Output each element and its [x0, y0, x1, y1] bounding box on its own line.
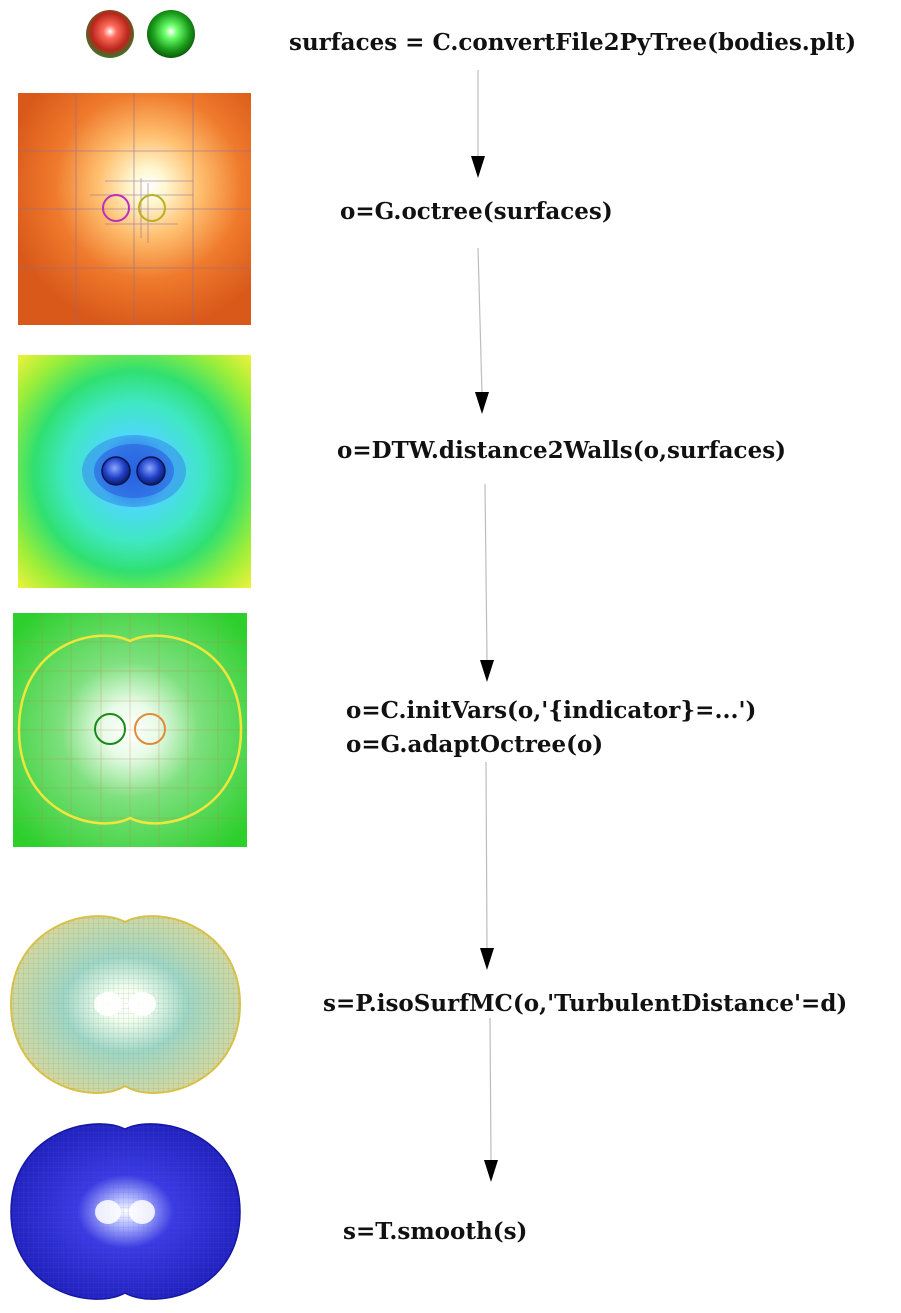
- step-load-code: surfaces = C.convertFile2PyTree(bodies.p…: [289, 26, 856, 60]
- arrow-line-3: [484, 483, 488, 661]
- distance-right-body: [136, 456, 166, 486]
- octree-image: [18, 93, 251, 325]
- distance-field-image: [18, 355, 251, 588]
- arrow-line-6: [489, 1017, 492, 1161]
- isosurface-image: [8, 908, 243, 1100]
- step-smooth-code: s=T.smooth(s): [343, 1215, 527, 1249]
- distance-left-body: [101, 456, 131, 486]
- code-line: surfaces = C.convertFile2PyTree(bodies.p…: [289, 29, 857, 56]
- arrow-head-2: [475, 392, 489, 414]
- code-line: o=G.octree(surfaces): [340, 198, 613, 225]
- code-line: s=T.smooth(s): [343, 1218, 528, 1245]
- indicator-right-body: [134, 713, 166, 745]
- smoothed-surface-image: [8, 1117, 243, 1307]
- arrow-head-3: [480, 660, 494, 682]
- step-octree-code: o=G.octree(surfaces): [340, 195, 613, 229]
- arrow-head-5: [484, 1160, 498, 1182]
- green-sphere: [147, 10, 195, 58]
- step-iso-code: s=P.isoSurfMC(o,'TurbulentDistance'=d): [323, 987, 847, 1021]
- indicator-contour: [17, 634, 243, 825]
- code-line: o=G.adaptOctree(o): [346, 731, 604, 758]
- octree-right-body: [138, 194, 166, 222]
- code-line: o=C.initVars(o,'{indicator}=...'): [346, 697, 757, 724]
- indicator-left-body: [94, 713, 126, 745]
- arrow-line-2: [477, 247, 483, 395]
- code-line: s=P.isoSurfMC(o,'TurbulentDistance'=d): [323, 990, 848, 1017]
- arrow-head-1: [471, 156, 485, 178]
- step-adapt-code: o=C.initVars(o,'{indicator}=...') o=G.ad…: [346, 694, 756, 762]
- arrow-head-4: [480, 948, 494, 970]
- red-sphere: [86, 10, 134, 58]
- octree-left-body: [102, 194, 130, 222]
- adapted-octree-image: [13, 613, 247, 847]
- code-line: o=DTW.distance2Walls(o,surfaces): [337, 437, 787, 464]
- bodies-spheres-image: [84, 8, 199, 60]
- step-distance-code: o=DTW.distance2Walls(o,surfaces): [337, 434, 786, 468]
- arrow-line-4: [485, 761, 488, 951]
